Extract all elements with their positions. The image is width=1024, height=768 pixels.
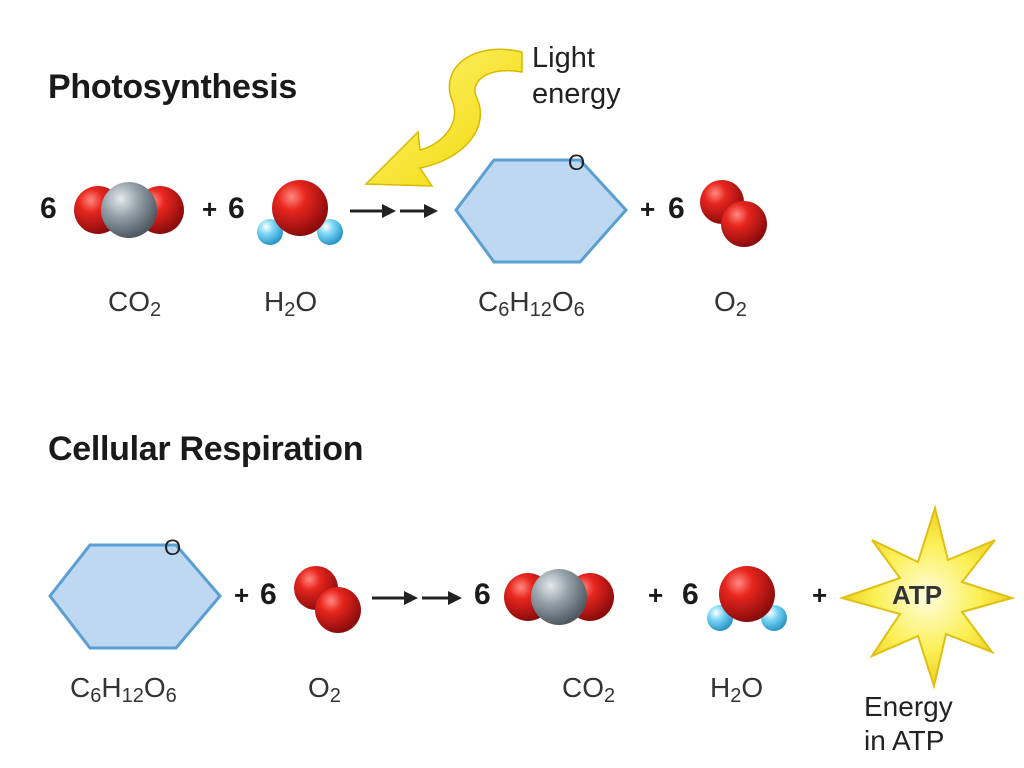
reaction-arrows (350, 204, 438, 218)
h2o-coefficient: 6 (682, 578, 699, 611)
h2o-molecule (257, 180, 343, 245)
light-energy-label: Light energy (532, 40, 621, 112)
co2-molecule (504, 569, 614, 625)
plus-sign: + (234, 580, 250, 610)
reaction-arrows (372, 591, 462, 605)
o2-coefficient: 6 (668, 192, 685, 225)
o2-label: O2 (714, 286, 747, 321)
plus-sign: + (640, 194, 656, 224)
o2-molecule (294, 566, 361, 633)
plus-sign: + (202, 194, 218, 224)
co2-label: CO2 (108, 286, 162, 321)
h2o-label: H2O (264, 286, 318, 321)
plus-sign: + (648, 580, 664, 610)
glucose-ring-oxygen: O (568, 150, 586, 175)
glucose-ring (454, 158, 629, 264)
o2-label: O2 (308, 672, 341, 707)
glucose-ring (48, 543, 222, 650)
co2-molecule (74, 182, 184, 238)
plus-sign: + (812, 580, 828, 610)
energy-label-line-2: in ATP (864, 725, 945, 756)
energy-in-atp-label: Energy in ATP (864, 690, 953, 758)
glucose-label: C6H12O6 (478, 286, 585, 321)
respiration-title: Cellular Respiration (48, 430, 364, 468)
co2-coefficient: 6 (40, 192, 57, 225)
co2-coefficient: 6 (474, 578, 491, 611)
h2o-molecule (707, 566, 787, 631)
o2-coefficient: 6 (260, 578, 277, 611)
h2o-label: H2O (710, 672, 764, 707)
light-energy-line-2: energy (532, 78, 621, 110)
glucose-label: C6H12O6 (70, 672, 177, 707)
h2o-coefficient: 6 (228, 192, 245, 225)
atp-burst-icon (838, 504, 1016, 690)
photosynthesis-title: Photosynthesis (48, 68, 297, 106)
atp-burst-text: ATP (892, 580, 943, 610)
co2-label: CO2 (562, 672, 616, 707)
o2-molecule (700, 180, 767, 247)
energy-label-line-1: Energy (864, 691, 953, 722)
light-energy-line-1: Light (532, 42, 595, 74)
glucose-ring-oxygen: O (164, 535, 182, 560)
light-energy-arrow (364, 48, 523, 187)
